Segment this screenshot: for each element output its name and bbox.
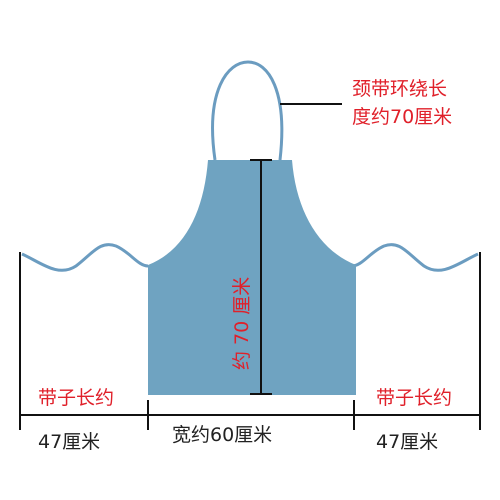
left-tie-label-line2: 47厘米	[38, 431, 100, 453]
left-tie-dimension	[19, 252, 148, 430]
apron-length-label: 约 70 厘米	[231, 277, 253, 370]
right-tie-label-line2: 47厘米	[376, 431, 438, 453]
left-tie-label-line1: 带子长约	[38, 387, 114, 409]
right-tie-label-line1: 带子长约	[376, 387, 452, 409]
neck-length-label-line2: 度约70厘米	[352, 106, 452, 128]
left-waist-tie	[21, 243, 149, 272]
neck-length-label-line1: 颈带环绕长	[352, 78, 447, 100]
length-dimension	[250, 159, 272, 395]
width-label: 宽约60厘米	[172, 424, 272, 446]
right-waist-tie	[351, 243, 479, 272]
neck-strap	[211, 60, 284, 161]
right-tie-dimension	[354, 252, 481, 430]
apron-body	[148, 160, 356, 395]
